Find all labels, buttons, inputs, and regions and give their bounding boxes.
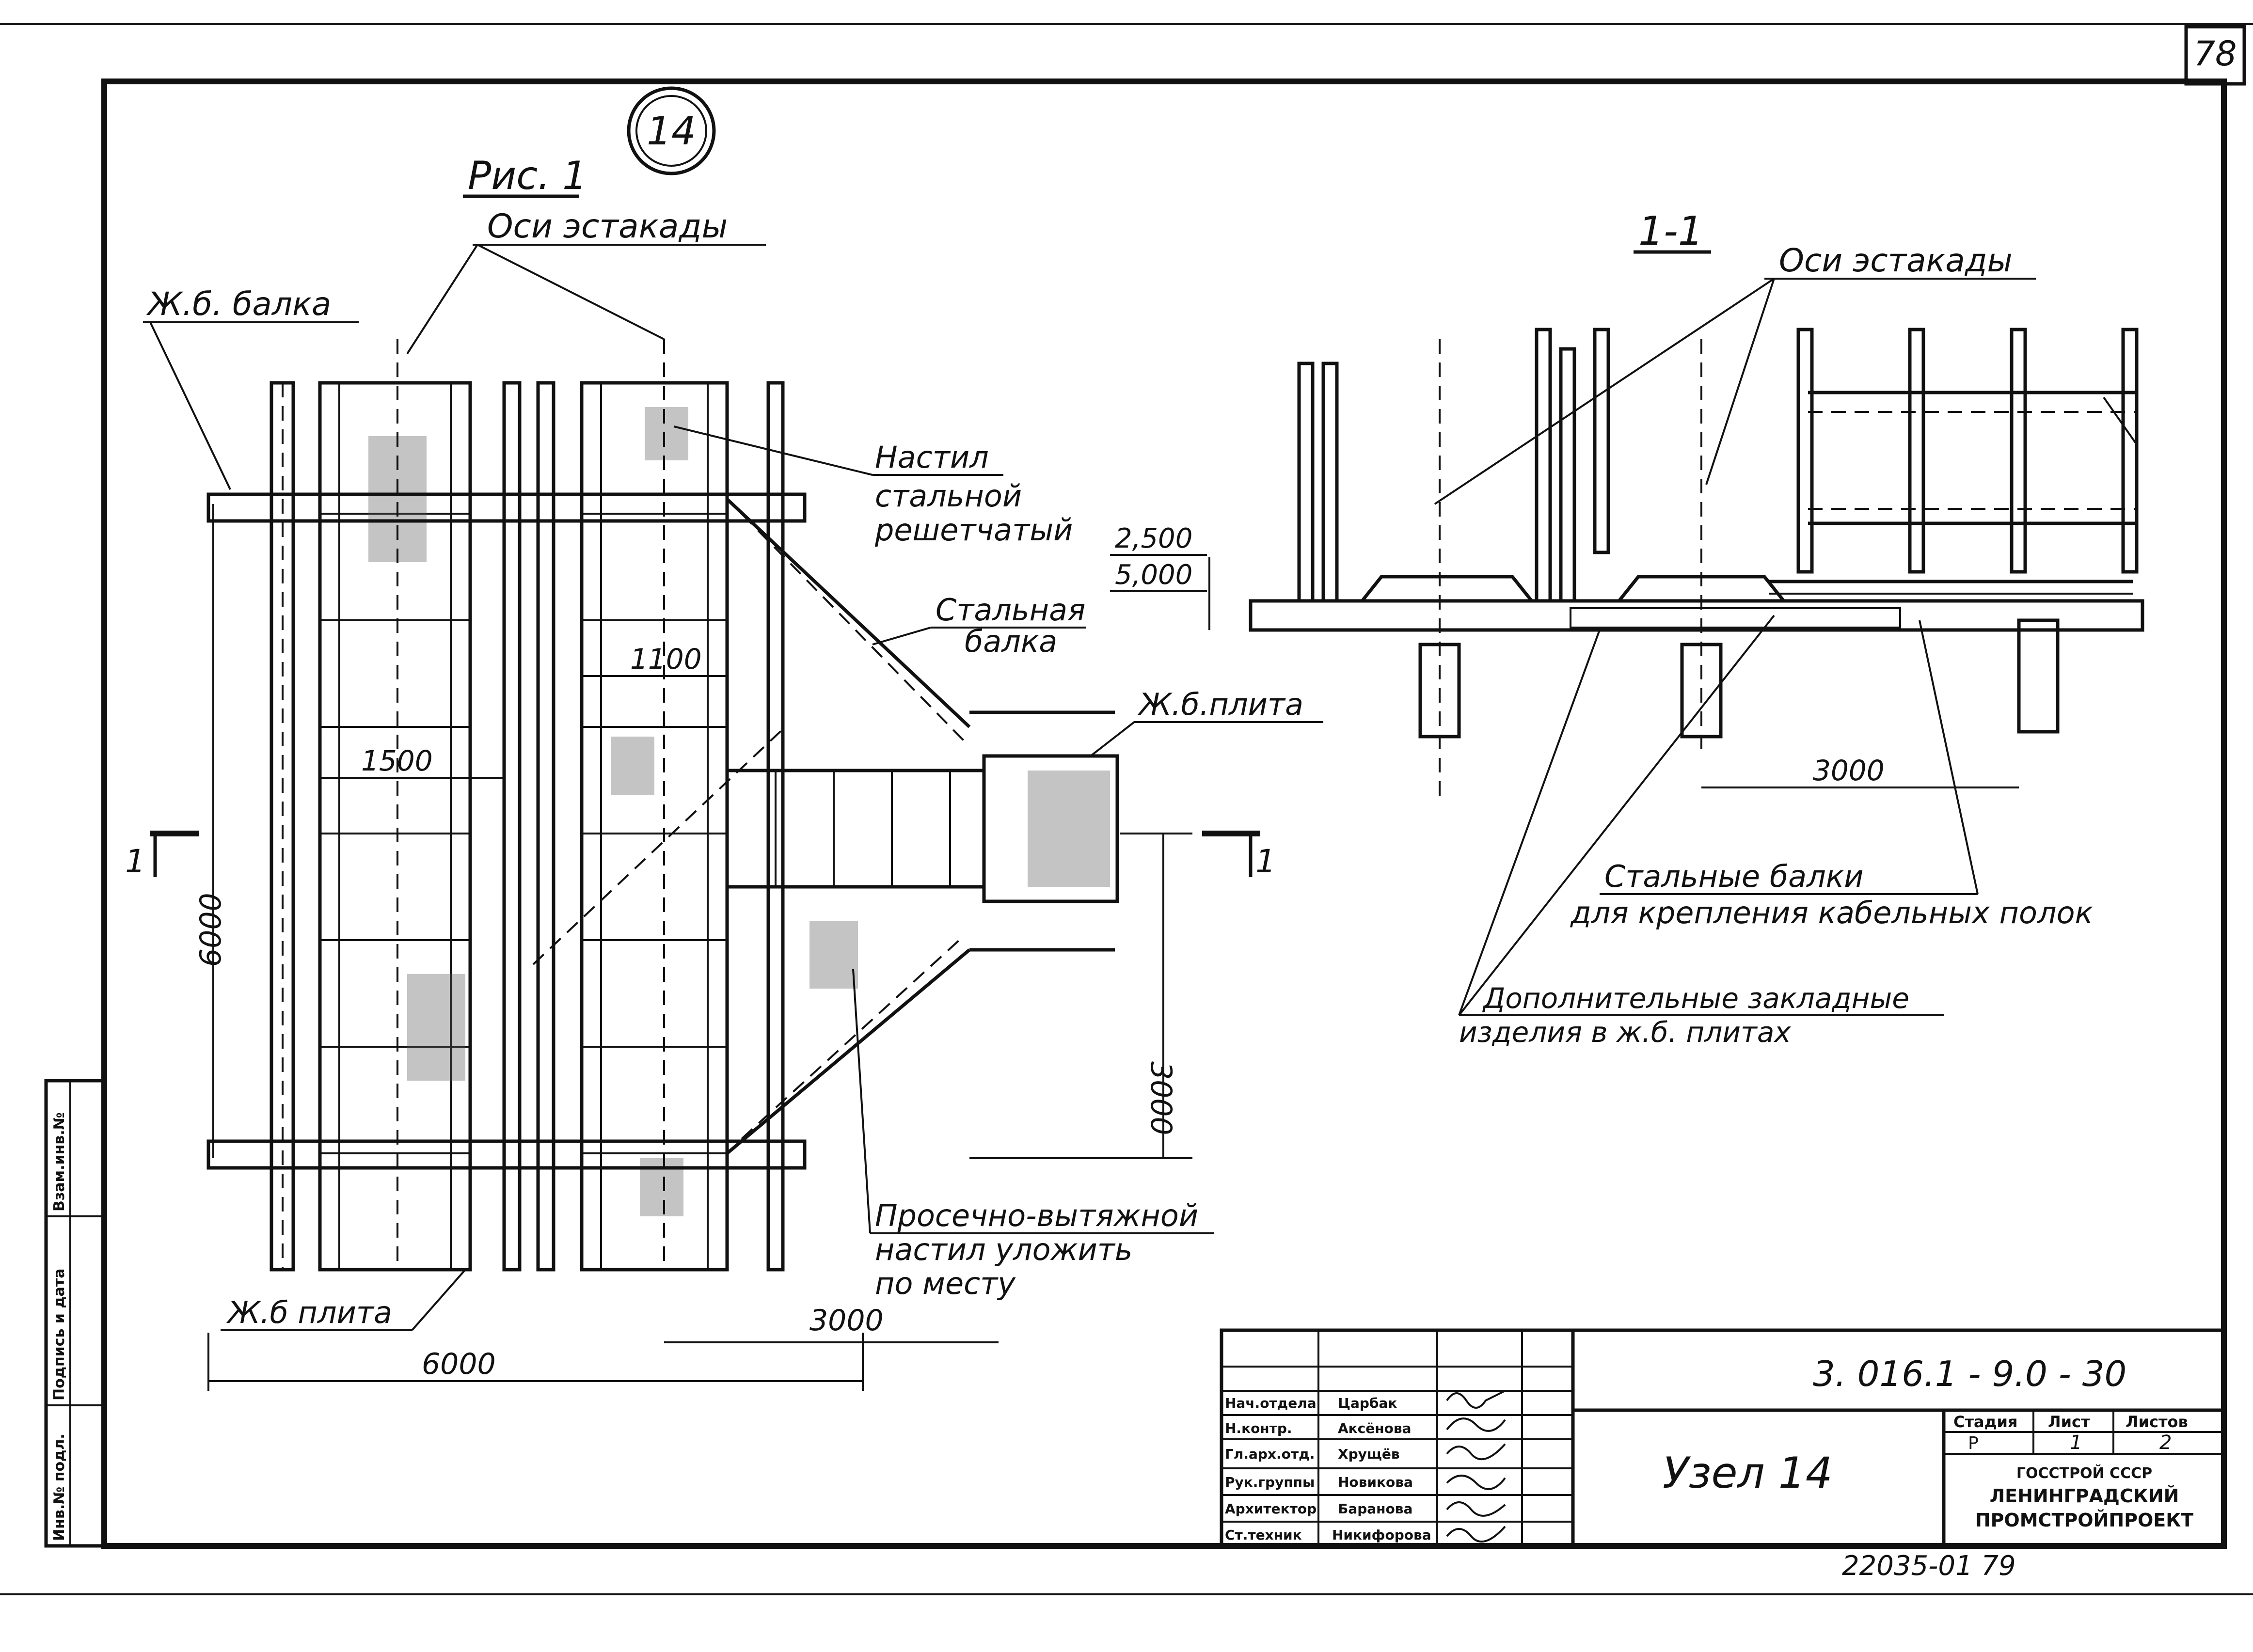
signer-role-1: Н.контр.	[1225, 1420, 1292, 1436]
title-block: 3. 016.1 - 9.0 - 30 Узел 14 Стадия Лист …	[1220, 1328, 2226, 1582]
plan-view: Рис. 1 Оси эстакады Ж.б. балка	[125, 153, 1323, 1391]
stage-header: Стадия	[1953, 1413, 2017, 1431]
side-stamp: Взам.инв.№ Подпись и дата Инв.№ подл.	[44, 1079, 106, 1548]
designation: 3. 016.1 - 9.0 - 30	[1813, 1353, 2126, 1394]
org-line-1: ГОССТРОЙ СССР	[2016, 1464, 2152, 1482]
signer-role-2: Гл.арх.отд.	[1225, 1446, 1315, 1462]
stage-value: Р	[1968, 1433, 1979, 1453]
steel-beam-label-1: Стальная	[936, 592, 1085, 628]
sheets-value: 2	[2159, 1432, 2172, 1454]
section-view: 1-1 Оси эстакады	[1110, 208, 2144, 1049]
sheet-header: Лист	[2048, 1413, 2090, 1431]
signer-role-4: Архитектор	[1225, 1501, 1317, 1517]
signer-name-0: Царбак	[1338, 1395, 1397, 1411]
dim-3000-bottom: 3000	[809, 1304, 884, 1337]
stamp-field-1: Взам.инв.№	[51, 1112, 68, 1211]
node-title: Узел 14	[1663, 1448, 1833, 1498]
sheet-value: 1	[2070, 1432, 2082, 1454]
signer-name-1: Аксёнова	[1338, 1420, 1411, 1436]
expanded-label-3: по месту	[875, 1266, 1016, 1301]
level-top: 2,500	[1115, 523, 1192, 554]
embedded-label-1: Дополнительные закладные	[1482, 982, 1909, 1015]
signer-name-3: Новикова	[1338, 1474, 1413, 1490]
org-line-2: ЛЕНИНГРАДСКИЙ	[1990, 1485, 2179, 1507]
archive-number: 22035-01 79	[1842, 1550, 2016, 1582]
section-title: 1-1	[1638, 208, 1703, 254]
deck-label-3: решетчатый	[874, 512, 1073, 548]
drawing-frame	[101, 79, 2227, 1549]
dim-3000-section: 3000	[1813, 754, 1885, 787]
section-mark-left: 1	[125, 843, 145, 880]
signatures	[1446, 1390, 1506, 1543]
stamp-field-2: Подпись и дата	[51, 1269, 68, 1400]
signer-role-5: Ст.техник	[1225, 1527, 1302, 1543]
signer-role-0: Нач.отдела	[1225, 1395, 1317, 1411]
sheets-header: Листов	[2126, 1413, 2188, 1431]
page-number: 78	[2193, 34, 2237, 74]
node-marker: 14	[627, 86, 716, 175]
dim-3000-vertical: 3000	[1144, 1061, 1178, 1135]
axes-label-right: Оси эстакады	[1779, 242, 2013, 279]
embedded-label-2: изделия в ж.б. плитах	[1459, 1016, 1791, 1049]
section-mark-right: 1	[1255, 843, 1276, 880]
dim-1500: 1500	[361, 744, 433, 777]
steel-beams-label-1: Стальные балки	[1604, 859, 1864, 894]
signer-role-3: Рук.группы	[1225, 1474, 1315, 1490]
signer-name-4: Баранова	[1338, 1501, 1412, 1517]
dim-6000-horizontal: 6000	[422, 1347, 496, 1381]
expanded-label-2: настил уложить	[875, 1232, 1132, 1267]
level-bottom: 5,000	[1115, 559, 1192, 591]
rc-slab-left-label: Ж.б плита	[226, 1295, 392, 1330]
steel-beams-label-2: для крепления кабельных полок	[1570, 895, 2093, 930]
dim-1100: 1100	[630, 643, 702, 676]
axes-label-left: Оси эстакады	[487, 207, 728, 246]
steel-beam-label-2: балка	[965, 624, 1057, 659]
rc-slab-right-label: Ж.б.плита	[1137, 687, 1303, 722]
deck-label-2: стальной	[875, 478, 1022, 514]
stamp-field-3: Инв.№ подл.	[51, 1433, 68, 1541]
page-number-box	[2184, 25, 2246, 86]
dim-6000-vertical: 6000	[194, 893, 228, 967]
rc-beam-label: Ж.б. балка	[146, 285, 331, 323]
expanded-label-1: Просечно-вытяжной	[875, 1198, 1198, 1233]
signer-name-2: Хрущёв	[1338, 1446, 1400, 1462]
plan-title: Рис. 1	[468, 153, 587, 198]
deck-label-1: Настил	[875, 440, 989, 475]
signer-name-5: Никифорова	[1332, 1527, 1431, 1543]
node-number: 14	[647, 109, 696, 154]
org-line-3: ПРОМСТРОЙПРОЕКТ	[1975, 1510, 2194, 1531]
